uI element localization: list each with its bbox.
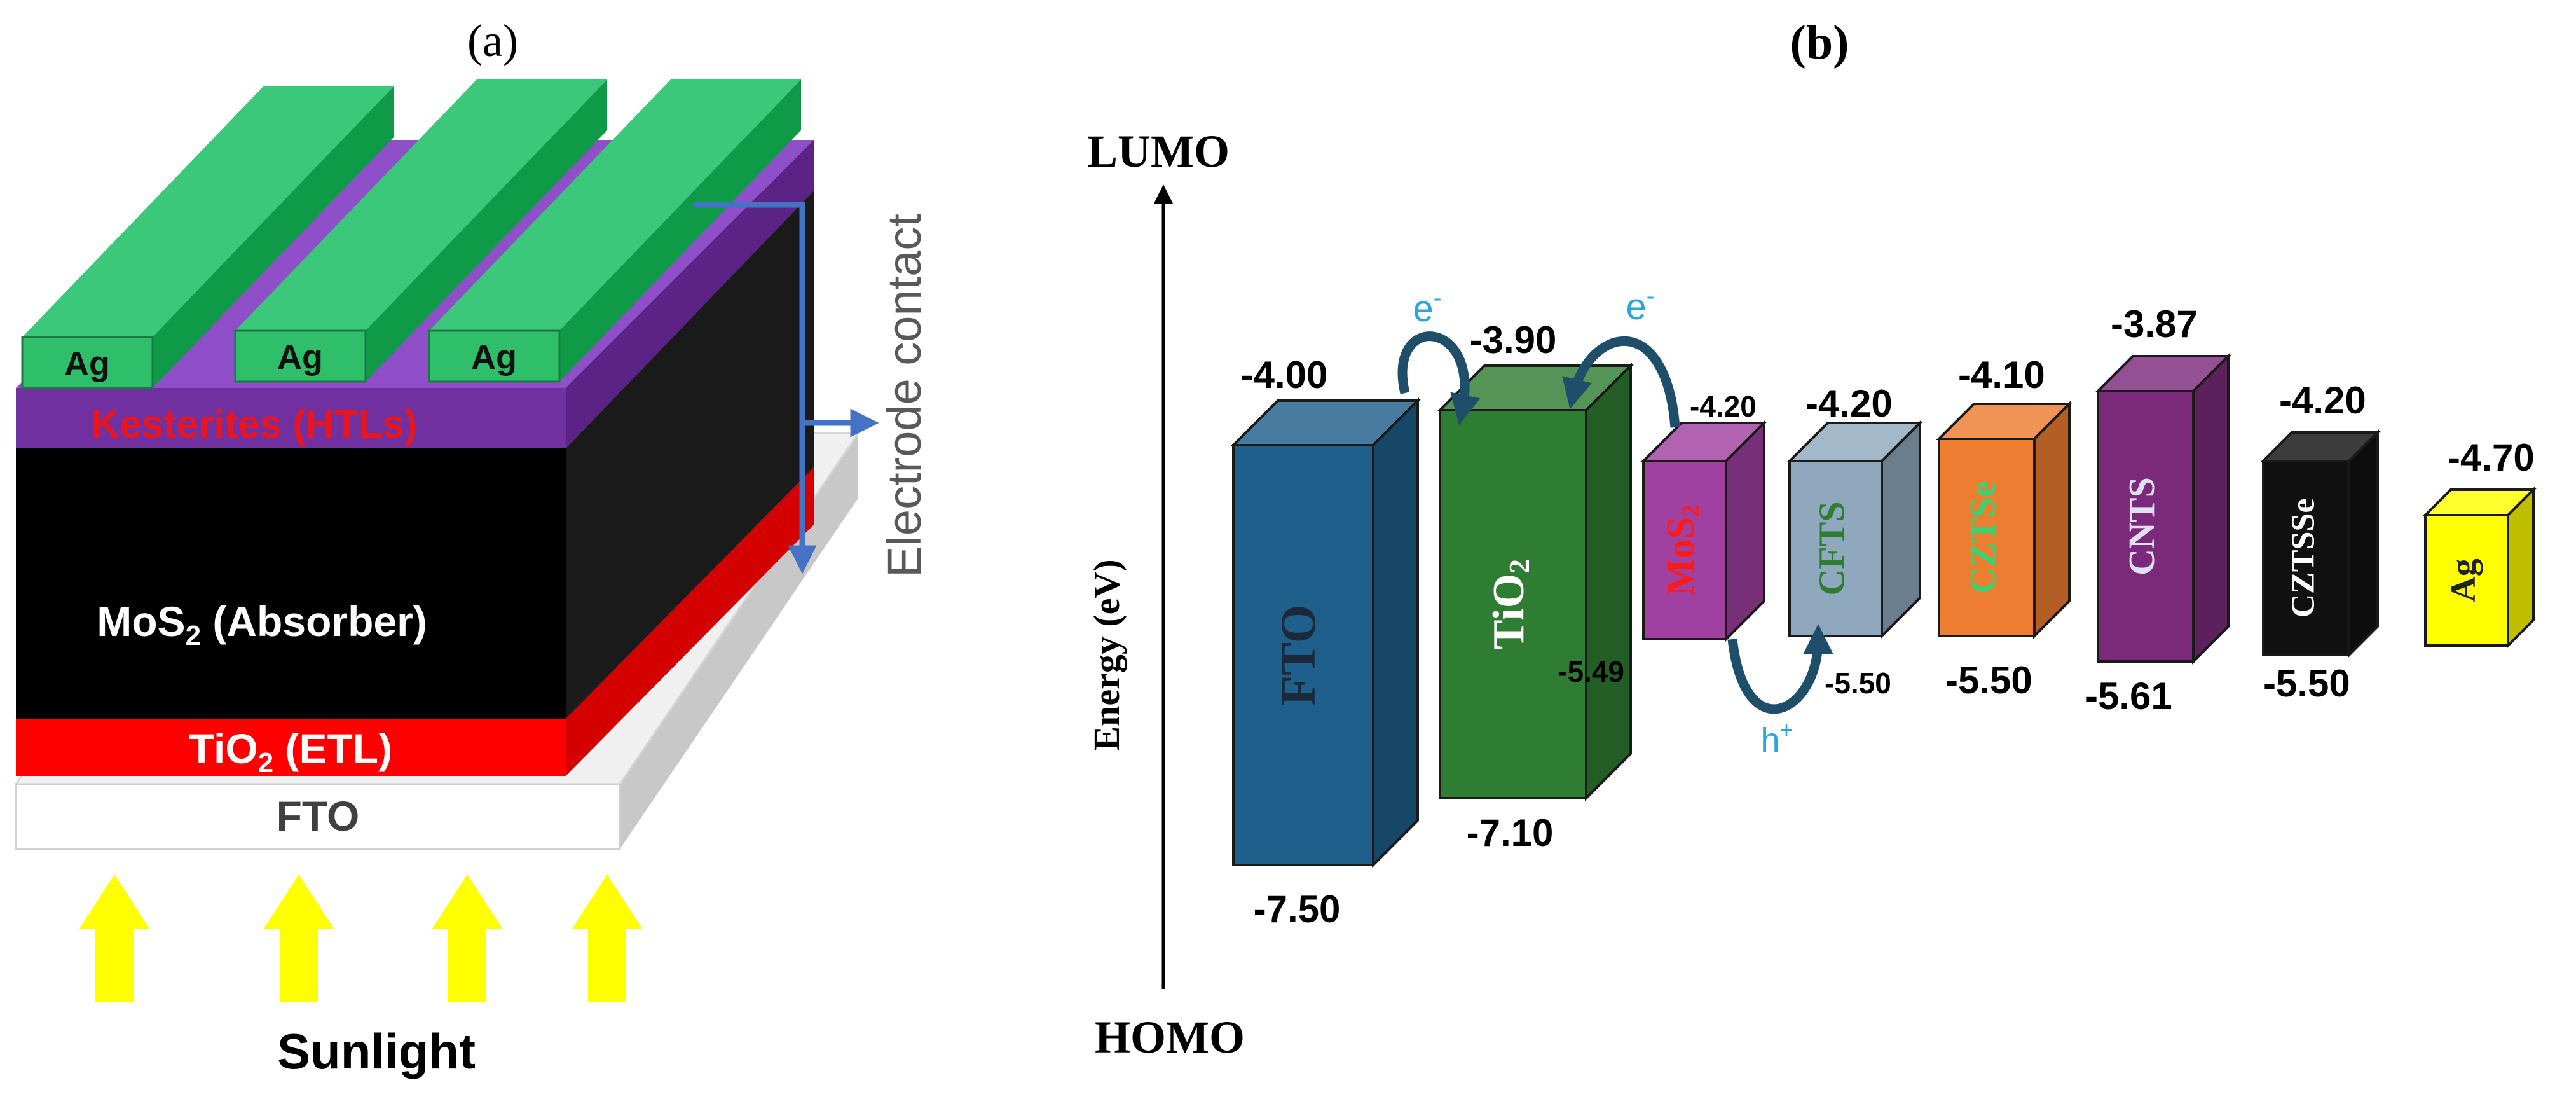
box-ag-front [2424, 514, 2509, 647]
electrode-contact-label: Electrode contact [878, 214, 931, 577]
box-cztsse-side [2348, 429, 2379, 658]
sunlight-label: Sunlight [277, 1023, 476, 1079]
box-tio-lumo-value: -3.90 [1470, 319, 1557, 361]
panel-a-label: (a) [467, 15, 518, 66]
box-cnts-homo-value: -5.61 [2085, 675, 2172, 717]
box-tio-front [1439, 409, 1587, 799]
hole-label: h+ [1760, 717, 1793, 759]
energy-level-boxes: FTO -4.00 -7.50 TiO2 -3.90 -7.10 MoS2 -4.20 -5.4… [1230, 303, 2537, 930]
box-cztsse-label: CZTSSe [2285, 499, 2321, 618]
panel-b: (b) LUMO HOMO Energy (eV) FTO -4.00 -7.50 T… [1086, 16, 2537, 1063]
box-cztse-front [1938, 438, 2036, 637]
electron-transfer-arrow-1 [1397, 331, 1481, 425]
energy-axis-label: Energy (eV) [1086, 559, 1127, 750]
box-cnts-side [2192, 353, 2230, 665]
etl-label: TiO2 (ETL) [189, 725, 392, 778]
box-tio: TiO2 -3.90 -7.10 [1437, 319, 1634, 854]
electron-label-1: e- [1413, 285, 1442, 329]
ag-label-1: Ag [64, 345, 110, 383]
ag-label-3: Ag [471, 338, 517, 377]
box-ag-lumo-value: -4.70 [2448, 436, 2535, 479]
box-mos-label: MoS2 [1659, 504, 1705, 596]
box-cnts-lumo-value: -3.87 [2111, 303, 2198, 345]
box-cnts-label: CNTS [2121, 477, 2162, 576]
ag-contact-3: Ag [428, 79, 801, 383]
electron-label-2: e- [1626, 283, 1655, 328]
box-cztsse-front [2262, 460, 2350, 656]
htl-label: Kesterites (HTLs) [91, 403, 417, 446]
ag-contact-1: Ag [21, 86, 394, 389]
box-cnts-front [2097, 390, 2195, 663]
box-cnts: CNTS -3.87 -5.61 [2085, 303, 2231, 717]
hole-transfer-arrow [1727, 624, 1833, 714]
box-cztsse-lumo-value: -4.20 [2279, 379, 2366, 422]
box-cfts-label: CFTS [1811, 501, 1853, 595]
box-tio-homo-value: -7.10 [1467, 812, 1554, 854]
box-cztsse-homo-value: -5.50 [2263, 662, 2350, 705]
box-tio-side [1585, 363, 1632, 801]
fto-label: FTO [277, 792, 360, 840]
box-cztse-lumo-value: -4.10 [1958, 354, 2045, 396]
box-fto-label: FTO [1270, 605, 1326, 706]
box-cfts: CFTS -4.20 -5.50 [1786, 382, 1923, 700]
sunlight-arrow-3 [432, 874, 502, 1002]
panel-a: (a) FTO TiO2 (ETL) MoS2 (Absorber) Keste [14, 15, 931, 1079]
sunlight-arrow-2 [264, 874, 334, 1002]
box-tio-label: TiO2 [1484, 559, 1535, 649]
box-fto-homo-value: -7.50 [1254, 888, 1341, 930]
homo-label: HOMO [1095, 1012, 1245, 1063]
carrier-transfer-arrows [1397, 331, 1833, 714]
lumo-label: LUMO [1087, 126, 1230, 177]
box-mos-front [1642, 460, 1727, 640]
sunlight-arrow-4 [572, 874, 642, 1002]
box-fto-front [1232, 444, 1374, 866]
box-cztse: CZTSe -4.10 -5.50 [1936, 354, 2072, 702]
etl-layer: TiO2 (ETL) [16, 467, 814, 778]
box-ag: Ag -4.70 [2422, 436, 2537, 649]
absorber-label: MoS2 (Absorber) [97, 598, 427, 651]
box-cztsse: CZTSSe -4.20 -5.50 [2260, 379, 2381, 705]
electrode-contact-lines [693, 202, 879, 574]
box-fto-side [1372, 397, 1419, 868]
electron-transfer-arrow-2 [1562, 336, 1680, 428]
ag-label-2: Ag [277, 338, 323, 377]
box-fto-lumo-value: -4.00 [1241, 354, 1328, 396]
box-mos-lumo-value: -4.20 [1690, 390, 1757, 423]
box-cfts-lumo-value: -4.20 [1805, 382, 1893, 425]
sunlight-arrow-1 [79, 874, 149, 1002]
box-cfts-front [1788, 460, 1883, 637]
box-ag-label: Ag [2444, 558, 2483, 602]
box-cztse-label: CZTSe [1962, 481, 2003, 593]
panel-b-label: (b) [1790, 16, 1849, 69]
box-cztse-homo-value: -5.50 [1945, 659, 2032, 702]
box-cfts-homo-value: -5.50 [1825, 667, 1891, 700]
box-fto: FTO -4.00 -7.50 [1230, 354, 1421, 930]
sunlight-arrows [79, 874, 642, 1002]
box-mos-side [1725, 420, 1765, 642]
box-mos: MoS2 -4.20 -5.49 [1558, 390, 1767, 688]
ag-contact-2: Ag [234, 79, 607, 383]
box-ag-side [2507, 487, 2535, 649]
box-cztse-side [2033, 401, 2071, 639]
box-mos-homo-value: -5.49 [1558, 655, 1624, 688]
box-cfts-side [1881, 420, 1921, 639]
